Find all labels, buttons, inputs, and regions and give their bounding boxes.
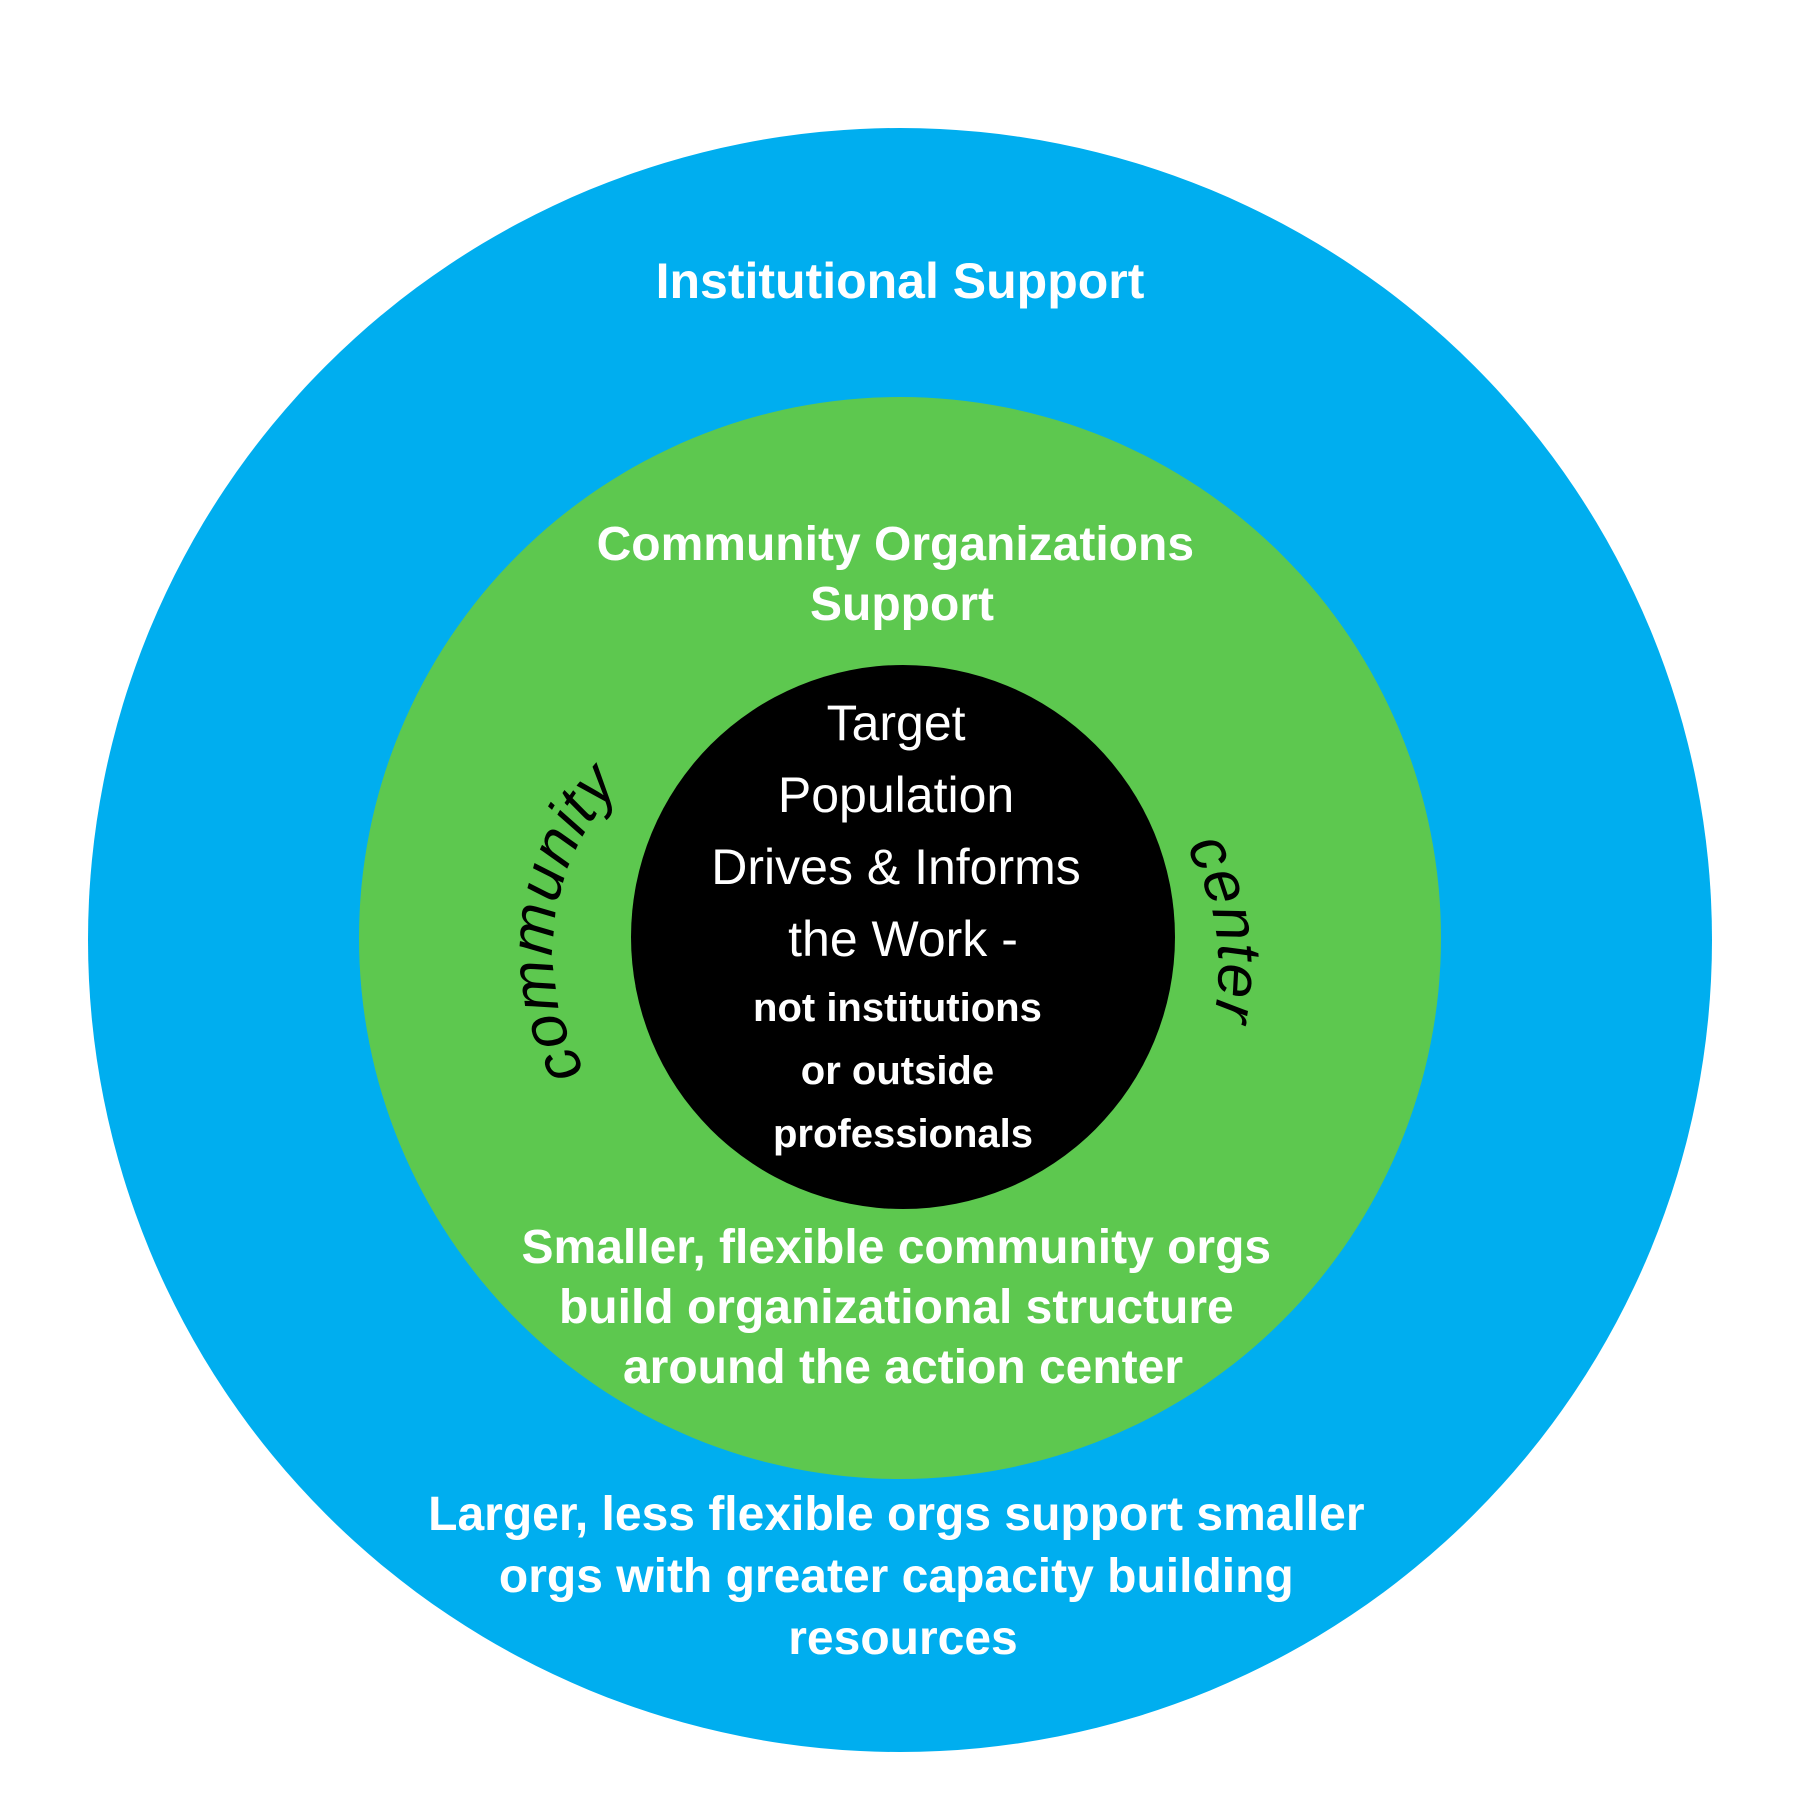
middle-ring-title-line: Support xyxy=(810,578,994,631)
core-heading-line: Population xyxy=(778,767,1014,823)
middle-ring-description-line: build organizational structure xyxy=(559,1281,1234,1334)
core-heading-line: the Work - xyxy=(788,911,1018,967)
outer-ring-description-line: orgs with greater capacity building xyxy=(499,1550,1294,1603)
outer-ring-description-line: resources xyxy=(788,1612,1017,1665)
core-heading-line: Drives & Informs xyxy=(711,839,1081,895)
inner-core-target-population xyxy=(631,665,1175,1209)
core-subtext: not institutions or outside professional… xyxy=(753,986,1053,1156)
middle-ring-description-line: Smaller, flexible community orgs xyxy=(522,1221,1272,1274)
outer-ring-description: Larger, less flexible orgs support small… xyxy=(428,1488,1378,1665)
core-subtext-line: professionals xyxy=(773,1112,1033,1156)
middle-ring-description-line: around the action center xyxy=(623,1341,1183,1394)
middle-ring-description: Smaller, flexible community orgs build o… xyxy=(522,1221,1285,1394)
outer-ring-description-line: Larger, less flexible orgs support small… xyxy=(428,1488,1364,1541)
middle-ring-title-line: Community Organizations xyxy=(597,518,1194,571)
core-heading-line: Target xyxy=(827,695,966,751)
core-subtext-line: or outside xyxy=(801,1049,994,1093)
core-subtext-line: not institutions xyxy=(753,986,1042,1030)
outer-ring-title: Institutional Support xyxy=(656,253,1145,309)
core-heading: Target Population Drives & Informs the W… xyxy=(711,695,1094,967)
middle-ring-title: Community Organizations Support xyxy=(597,518,1208,631)
